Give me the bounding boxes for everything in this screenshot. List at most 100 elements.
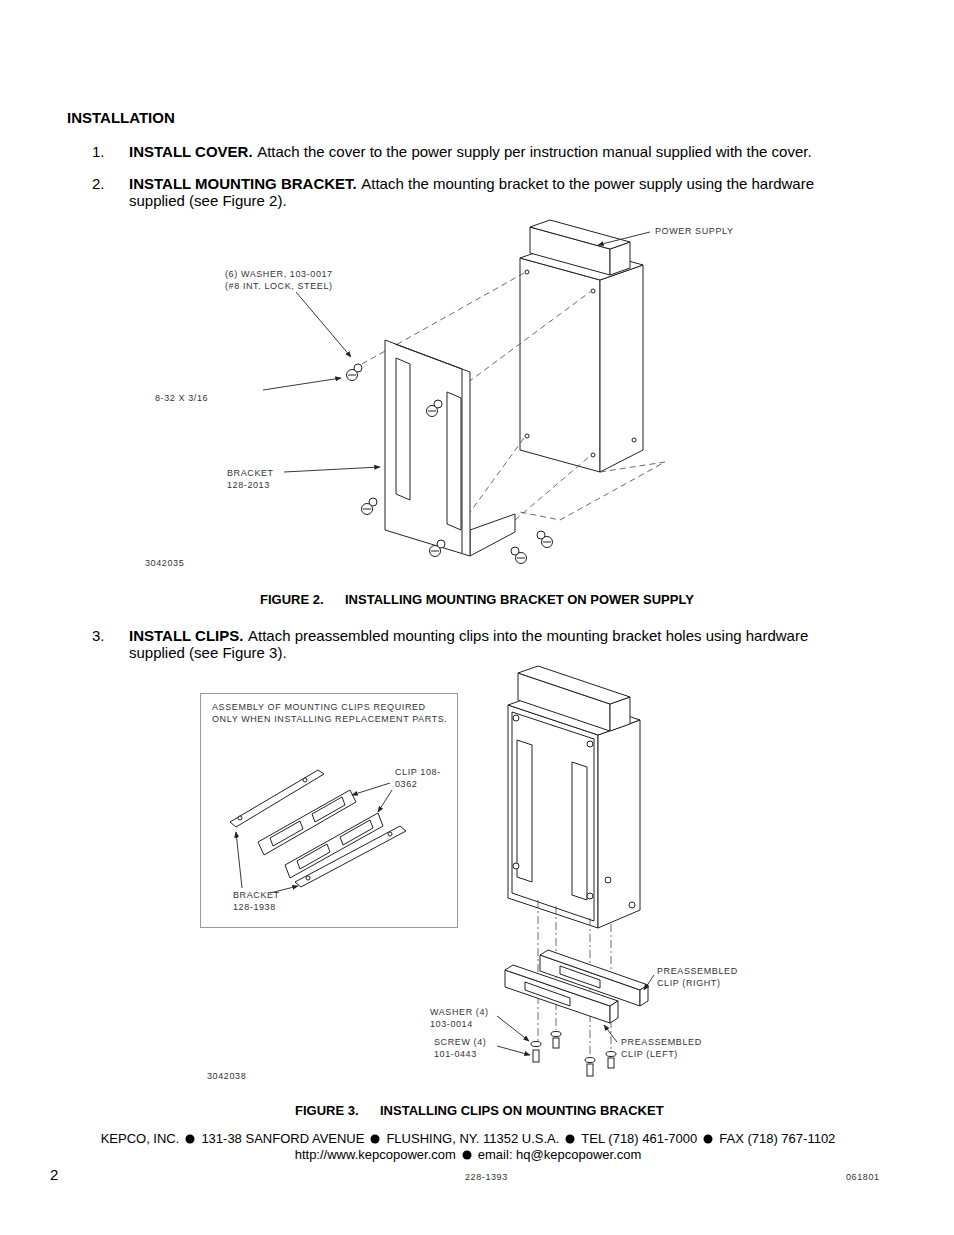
step-title: INSTALL COVER.: [129, 143, 253, 160]
figure-number: FIGURE 2.: [260, 592, 324, 608]
step-text: Attach the cover to the power supply per…: [257, 143, 811, 160]
screws-fig2-part: [517, 558, 525, 559]
inset-leader-lines: [236, 783, 392, 893]
inset-leader-lines-part: [378, 790, 392, 812]
mounting-bracket-fig2-part: [462, 369, 463, 553]
address: 131-38 SANFORD AVENUE: [201, 1131, 364, 1146]
preassembled-clips-fig3-part: [610, 1001, 618, 1023]
power-supply-fig3-part: [508, 705, 598, 928]
preassembled-clips-fig3: [505, 950, 648, 1023]
power-supply-fig3-part: [572, 762, 587, 900]
screws-fig2-part: [348, 375, 356, 376]
part-note: (#8 INT. LOCK, STEEL): [225, 280, 333, 292]
phone: TEL (718) 461-7000: [581, 1131, 697, 1146]
bullet-dot: [703, 1134, 713, 1144]
step-title: INSTALL CLIPS.: [129, 627, 243, 644]
power-supply-fig3-part: [513, 715, 519, 721]
fax: FAX (718) 767-1102: [719, 1131, 835, 1146]
part-number: 128-2013: [227, 479, 270, 491]
part-name: WASHER (4) 103-0014: [430, 1006, 496, 1030]
screws-fig3-part: [553, 1038, 559, 1048]
inset-clip-assembly-part: [306, 876, 310, 880]
screws-fig2-part: [543, 542, 551, 543]
leader-lines-fig3-part: [644, 975, 654, 990]
leader-lines-fig3-part: [497, 1016, 529, 1041]
figure-number: FIGURE 3.: [295, 1103, 359, 1119]
drawing-number: 3042038: [207, 1070, 246, 1082]
leader-lines-fig2-part: [284, 467, 380, 472]
inset-note-box: ASSEMBLY OF MOUNTING CLIPS REQUIRED ONLY…: [200, 693, 458, 928]
mounting-bracket-fig2-part: [470, 514, 515, 556]
leader-lines-fig3-part: [604, 1025, 617, 1042]
mounting-bracket-fig2-part: [396, 358, 410, 500]
step-number: 3.: [92, 627, 105, 645]
drawing-number: 3042035: [145, 557, 184, 569]
leader-lines-fig3-part: [497, 1046, 530, 1055]
inset-note: ASSEMBLY OF MOUNTING CLIPS REQUIRED ONLY…: [212, 701, 450, 725]
step-paragraph: INSTALL MOUNTING BRACKET.Attach the moun…: [129, 175, 849, 209]
part-name: SCREW (4) 101-0443: [434, 1036, 500, 1060]
address: FLUSHING, NY. 11352 U.S.A.: [386, 1131, 559, 1146]
screws-fig3-part: [608, 1058, 614, 1068]
step-number: 2.: [92, 175, 105, 193]
power-supply-fig2-part: [525, 434, 529, 438]
inset-clip-assembly-part: [303, 778, 307, 782]
screws-fig2-part: [516, 553, 527, 564]
power-supply-fig3-part: [629, 902, 635, 908]
screws-fig2-part: [362, 504, 373, 515]
power-supply-fig3-part: [517, 740, 532, 882]
figure-caption: INSTALLING CLIPS ON MOUNTING BRACKET: [380, 1103, 664, 1119]
footer-line: KEPCO, INC. 131-38 SANFORD AVENUE FLUSHING…: [0, 1131, 936, 1146]
inset-clip-assembly-part: [297, 844, 330, 869]
hardware-size: 8-32 X 3/16: [155, 392, 208, 404]
leader-lines-fig2-part: [598, 232, 650, 245]
power-supply-fig3-part: [518, 666, 630, 704]
power-supply-fig3-part: [598, 720, 640, 928]
step-paragraph: INSTALL CLIPS.Attach preassembled mounti…: [129, 627, 849, 661]
bullet-dot: [186, 1134, 195, 1143]
inset-clip-assembly-part: [340, 820, 373, 845]
mounting-bracket-fig2: [385, 340, 515, 556]
step-number: 1.: [92, 143, 105, 161]
power-supply-fig3-part: [587, 741, 593, 747]
power-supply-fig3-part: [587, 893, 593, 899]
web-address: http://www.kepcopower.com: [295, 1147, 456, 1162]
screws-fig2-part: [347, 370, 358, 381]
company-name: KEPCO, INC.: [101, 1131, 180, 1146]
screws-fig2-part: [427, 406, 438, 417]
inset-clip-assembly-part: [295, 826, 406, 887]
center-lines-fig3-part: [538, 900, 539, 1045]
screws-fig2-part: [430, 546, 441, 557]
screws-fig3-part: [531, 1042, 541, 1047]
screws-fig3-part: [587, 1064, 593, 1076]
bullet-dot: [462, 1150, 472, 1160]
bullet-dot: [704, 1134, 713, 1143]
bullet-dot: [566, 1134, 575, 1143]
page-number: 2: [50, 1166, 58, 1184]
leader-lines-fig2-part: [263, 378, 341, 390]
preassembled-clips-fig3-part: [640, 985, 648, 1006]
inset-clip-assembly-part: [238, 816, 242, 820]
inset-clip-assembly: [230, 770, 406, 887]
screws-fig3-part: [533, 1050, 539, 1062]
part-label: BRACKET 128-1938: [233, 889, 289, 913]
power-supply-fig3: [508, 666, 640, 928]
part-name: (6) WASHER, 103-0017: [225, 268, 333, 280]
step-paragraph: INSTALL COVER.Attach the cover to the po…: [129, 143, 849, 160]
section-heading: INSTALLATION: [67, 109, 175, 127]
bullet-dot: [185, 1134, 195, 1144]
bullet-dot: [565, 1134, 575, 1144]
inset-clip-assembly-part: [388, 832, 392, 836]
bullet-dot: [462, 1150, 471, 1159]
power-supply-fig3-part: [605, 877, 611, 883]
revision-date: 061801: [846, 1171, 880, 1183]
inset-clip-assembly-part: [312, 797, 345, 822]
part-name: POWER SUPPLY: [655, 225, 734, 237]
alignment-lines-fig2-part: [520, 462, 665, 520]
screws-fig2: [347, 364, 553, 564]
power-supply-fig2-part: [530, 220, 630, 249]
screws-fig3-part: [585, 1058, 595, 1063]
power-supply-fig2-part: [600, 265, 643, 472]
screws-fig2-part: [428, 411, 436, 412]
